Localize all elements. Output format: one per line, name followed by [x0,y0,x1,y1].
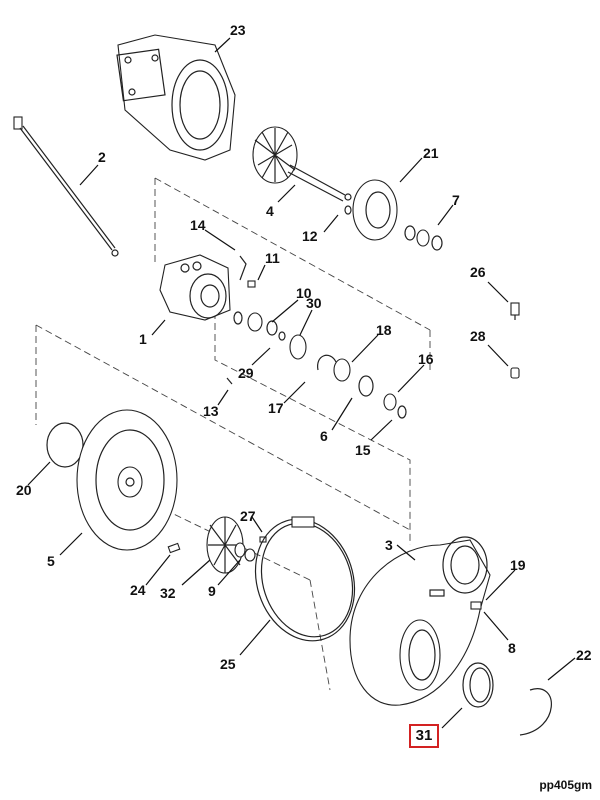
callout-9: 9 [208,583,216,599]
callout-23: 23 [230,22,246,38]
turbine-wheel-shaft [252,126,352,202]
callout-3: 3 [385,537,393,553]
callout-30: 30 [306,295,322,311]
callout-25: 25 [220,656,236,672]
figure-reference: pp405gm [539,778,592,792]
callout-6: 6 [320,428,328,444]
snap-ring-and-seals [317,354,407,419]
callout-19: 19 [510,557,526,573]
callout-12: 12 [302,228,318,244]
callout-7: 7 [452,192,460,208]
callout-10: 10 [296,285,312,301]
callout-22: 22 [576,647,592,663]
bearing-stack [233,311,307,360]
callout-28: 28 [470,328,486,344]
alignment-lines [35,177,431,691]
seal-plate [352,179,398,241]
small-fittings-upper [239,255,256,288]
callout-31-highlighted: 31 [415,727,433,744]
compressor-housing [349,536,491,706]
bearing-housing [159,254,231,321]
callout-15: 15 [355,442,371,458]
callout-17: 17 [268,400,284,416]
o-ring-large [46,422,84,468]
callout-labels: 23 2 21 4 12 7 14 11 10 30 1 18 29 16 17… [16,22,592,672]
pin [226,377,233,385]
callout-2: 2 [98,149,106,165]
plug-fittings [510,302,520,379]
callout-16: 16 [418,351,434,367]
turbine-housing [116,34,236,161]
retaining-ring [519,688,552,736]
compressor-backplate [76,409,178,551]
callout-27: 27 [240,508,256,524]
highlight-box [409,724,439,748]
callout-26: 26 [470,264,486,280]
callout-32: 32 [160,585,176,601]
callout-14: 14 [190,217,206,233]
v-band-clamp [254,516,356,642]
compressor-wheel [206,516,246,574]
callout-21: 21 [423,145,439,161]
callout-20: 20 [16,482,32,498]
callout-13: 13 [203,403,219,419]
callout-29: 29 [238,365,254,381]
callout-18: 18 [376,322,392,338]
compressor-insert [462,662,494,708]
callout-24: 24 [130,582,146,598]
callout-1: 1 [139,331,147,347]
callout-11: 11 [265,250,280,266]
housing-fitting [470,601,482,610]
drain-line [13,116,119,257]
callout-8: 8 [508,640,516,656]
callout-4: 4 [266,203,274,219]
leader-lines [27,37,576,729]
seal-rings-upper [344,205,443,251]
callout-5: 5 [47,553,55,569]
